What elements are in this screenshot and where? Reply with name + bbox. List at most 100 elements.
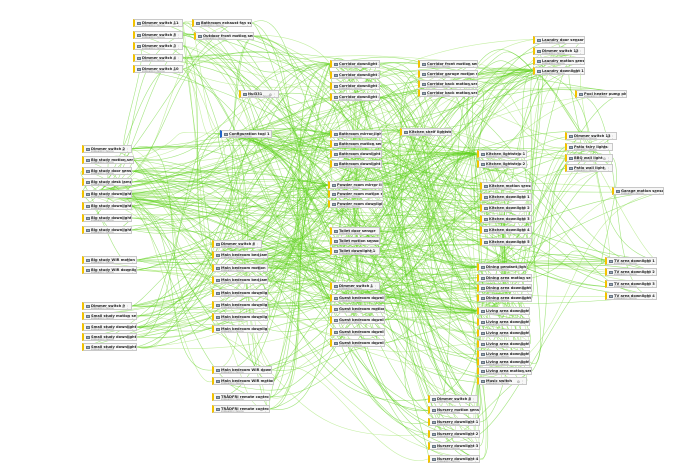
- more-icon[interactable]: ⋮: [374, 85, 378, 89]
- settings-icon[interactable]: ⚙: [369, 230, 373, 234]
- settings-icon[interactable]: ⚙: [374, 319, 378, 323]
- settings-icon[interactable]: ⚙: [374, 342, 378, 346]
- more-icon[interactable]: ⋮: [607, 146, 611, 150]
- more-icon[interactable]: ⋮: [262, 267, 266, 271]
- more-icon[interactable]: ⋮: [262, 279, 266, 283]
- more-icon[interactable]: ⋮: [379, 331, 383, 335]
- more-icon[interactable]: ⋮: [474, 445, 478, 449]
- settings-icon[interactable]: ⚙: [371, 163, 375, 167]
- settings-icon[interactable]: ⚙: [121, 193, 125, 197]
- more-icon[interactable]: ⋮: [379, 319, 383, 323]
- node-corridor-garage-motion-sensor[interactable]: Corridor garage motion sensorzigbee/knx …: [418, 70, 478, 78]
- settings-icon[interactable]: ⚙: [369, 63, 373, 67]
- more-icon[interactable]: ⋮: [524, 332, 528, 336]
- more-icon[interactable]: ⋮: [472, 92, 476, 96]
- settings-icon[interactable]: ⚙: [371, 153, 375, 157]
- settings-icon[interactable]: ⚙: [441, 131, 445, 135]
- settings-icon[interactable]: ⚙: [469, 421, 473, 425]
- settings-icon[interactable]: ⚙: [257, 254, 261, 258]
- more-icon[interactable]: ⋮: [658, 190, 662, 194]
- more-icon[interactable]: ⋮: [526, 277, 530, 281]
- settings-icon[interactable]: ⚙: [574, 60, 578, 64]
- more-icon[interactable]: ⋮: [131, 346, 135, 350]
- settings-icon[interactable]: ⚙: [653, 190, 657, 194]
- more-icon[interactable]: ⋮: [526, 185, 530, 189]
- settings-icon[interactable]: ⚙: [372, 203, 376, 207]
- node-main-bedroom-bed-lamp-left[interactable]: Main bedroom bed lamp leftzigbee/knx dev…: [212, 251, 268, 259]
- more-icon[interactable]: ⋮: [246, 22, 250, 26]
- settings-icon[interactable]: ⚙: [369, 240, 373, 244]
- more-icon[interactable]: ⋮: [264, 396, 268, 400]
- settings-icon[interactable]: ⚙: [126, 269, 130, 273]
- settings-icon[interactable]: ⚙: [521, 229, 525, 233]
- settings-icon[interactable]: ⚙: [172, 68, 176, 72]
- settings-icon[interactable]: ⚙: [371, 133, 375, 137]
- settings-icon[interactable]: ⚙: [646, 271, 650, 275]
- more-icon[interactable]: ⋮: [264, 408, 268, 412]
- settings-icon[interactable]: ⚙: [259, 408, 263, 412]
- node-corridor-back-motion-sensor-2[interactable]: Corridor back motion sensor 2zigbee/knx …: [418, 80, 478, 88]
- settings-icon[interactable]: ⚙: [521, 207, 525, 211]
- more-icon[interactable]: ⋮: [524, 343, 528, 347]
- settings-icon[interactable]: ⚙: [172, 57, 176, 61]
- more-icon[interactable]: ⋮: [273, 93, 277, 97]
- more-icon[interactable]: ⋮: [579, 39, 583, 43]
- more-icon[interactable]: ⋮: [526, 297, 530, 301]
- more-icon[interactable]: ⋮: [379, 297, 383, 301]
- settings-icon[interactable]: ⚙: [369, 74, 373, 78]
- more-icon[interactable]: ⋮: [126, 193, 130, 197]
- settings-icon[interactable]: ⚙: [574, 50, 578, 54]
- more-icon[interactable]: ⋮: [256, 243, 260, 247]
- settings-icon[interactable]: ⚙: [606, 135, 610, 139]
- more-icon[interactable]: ⋮: [374, 240, 378, 244]
- more-icon[interactable]: ⋮: [262, 292, 266, 296]
- more-icon[interactable]: ⋮: [126, 229, 130, 233]
- settings-icon[interactable]: ⚙: [126, 315, 130, 319]
- more-icon[interactable]: ⋮: [651, 295, 655, 299]
- more-icon[interactable]: ⋮: [472, 73, 476, 77]
- more-icon[interactable]: ⋮: [379, 308, 383, 312]
- more-icon[interactable]: ⋮: [472, 63, 476, 67]
- more-icon[interactable]: ⋮: [177, 57, 181, 61]
- more-icon[interactable]: ⋮: [268, 380, 272, 384]
- settings-icon[interactable]: ⚙: [646, 260, 650, 264]
- settings-icon[interactable]: ⚙: [521, 218, 525, 222]
- settings-icon[interactable]: ⚙: [374, 331, 378, 335]
- more-icon[interactable]: ⋮: [377, 193, 381, 197]
- more-icon[interactable]: ⋮: [376, 153, 380, 157]
- more-icon[interactable]: ⋮: [126, 205, 130, 209]
- settings-icon[interactable]: ⚙: [602, 146, 606, 150]
- settings-icon[interactable]: ⚙: [241, 22, 245, 26]
- more-icon[interactable]: ⋮: [526, 370, 530, 374]
